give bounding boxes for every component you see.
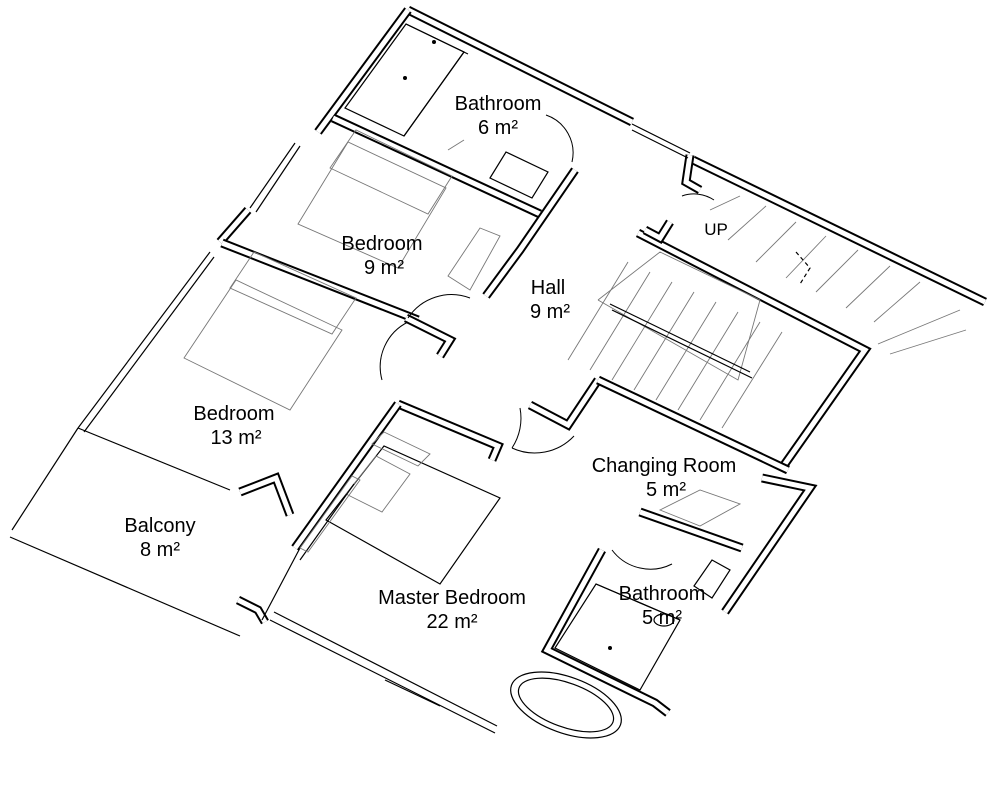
bottom-bath-basin (693, 559, 731, 599)
room-area-changing-room: 5 m² (646, 479, 686, 501)
furniture (183, 23, 742, 739)
top-bath-cabinet (344, 23, 465, 137)
room-name-bathroom-top: Bathroom (455, 93, 542, 115)
room-name-bedroom-small: Bedroom (341, 233, 422, 255)
glazing-lines (9, 123, 691, 734)
stair-up-label: UP (704, 220, 728, 239)
exterior-walls (216, 5, 987, 717)
room-labels: Bathroom 6 m² Bedroom 9 m² Hall 9 m² Bed… (124, 93, 736, 633)
bed-mid (183, 279, 343, 411)
room-name-hall: Hall (531, 277, 565, 299)
room-area-bathroom-top: 6 m² (478, 117, 518, 139)
top-bath-basin (489, 151, 549, 199)
room-name-changing-room: Changing Room (592, 455, 737, 477)
room-name-master-bedroom: Master Bedroom (378, 587, 526, 609)
room-name-balcony: Balcony (124, 515, 195, 537)
room-area-bedroom-mid: 13 m² (210, 427, 261, 449)
room-area-bedroom-small: 9 m² (364, 257, 404, 279)
room-name-bedroom-mid: Bedroom (193, 403, 274, 425)
room-area-bathroom-bottom: 5 m² (642, 607, 682, 629)
interior-walls (220, 113, 790, 553)
door-swings (379, 114, 715, 570)
staircase (567, 195, 967, 429)
room-area-hall: 9 m² (530, 301, 570, 323)
bed-small (297, 141, 447, 269)
room-name-bathroom-bottom: Bathroom (619, 583, 706, 605)
room-area-balcony: 8 m² (140, 539, 180, 561)
bathtub (510, 671, 622, 739)
room-area-master-bedroom: 22 m² (426, 611, 477, 633)
